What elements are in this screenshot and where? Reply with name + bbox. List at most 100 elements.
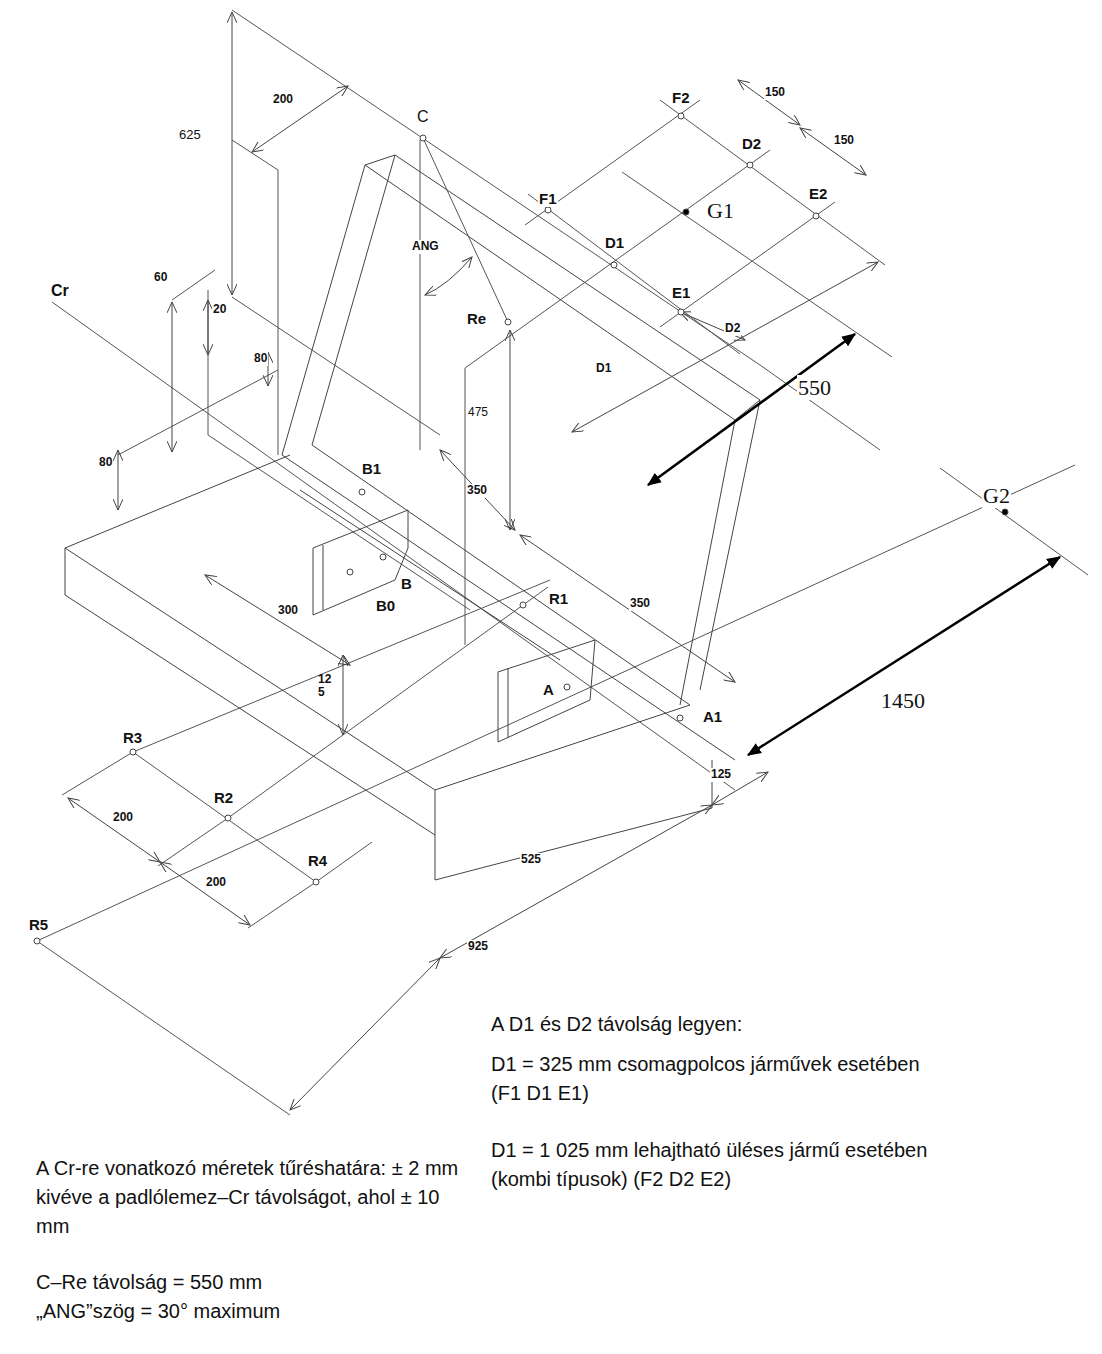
point-label: A1 [702,708,723,725]
dimension-label: 12 5 [317,673,335,698]
construction-lines [232,297,440,435]
reference-points [683,209,689,215]
construction-lines [228,587,548,818]
point-label: F2 [671,89,691,106]
point-label: R5 [28,916,49,933]
dimension-label: 525 [520,853,542,867]
dimension-lines [208,300,209,355]
construction-lines [248,882,316,928]
reference-points [545,207,551,213]
dimension-label: 150 [764,86,786,100]
dimension-label: D1 [595,362,612,376]
dimension-lines [680,312,745,340]
construction-lines [232,10,760,365]
dimension-lines [800,128,866,175]
dimension-lines [172,302,173,452]
axis-label: Cr [50,282,70,300]
reference-points [380,554,386,560]
dimension-label: 300 [277,604,299,618]
seat-outline [300,490,560,660]
point-label: C [416,108,430,126]
point-label: D2 [741,135,762,152]
seat-outline [65,595,435,835]
seat-outline [312,155,395,445]
reference-points [313,879,319,885]
seat-outline [313,510,408,615]
dimension-lines [440,450,515,530]
dimension-label: 200 [205,876,227,890]
reference-points [359,489,365,495]
construction-lines [465,150,770,368]
note-text: C–Re távolság = 550 mm „ANG”szög = 30° m… [35,1268,337,1326]
reference-points [1002,509,1008,515]
point-label: F1 [538,190,558,207]
construction-lines [232,140,278,455]
note-text: A Cr-re vonatkozó méretek tűréshatára: ±… [35,1154,477,1241]
reference-points [564,684,570,690]
construction-lines [133,580,550,752]
seat-outline [395,155,760,420]
point-label: E1 [671,284,691,301]
point-label: Re [466,310,487,327]
seat-outline [65,548,435,790]
construction-lines [62,752,133,795]
construction-lines [465,368,466,645]
seat-outline [65,455,290,548]
dimension-label: 150 [833,134,855,148]
dimension-lines [510,330,511,530]
reference-points [813,213,819,219]
construction-lines [172,270,215,300]
point-label: G2 [982,483,1011,508]
reference-points [611,262,617,268]
seat-outline [435,705,690,790]
dimension-label: 1450 [880,688,926,713]
reference-points [225,815,231,821]
dimension-label: 80 [253,352,268,366]
dimension-label: 550 [797,375,832,400]
dimension-label: 200 [272,93,294,107]
dimension-lines [738,80,800,125]
seat-outline [282,165,365,455]
construction-lines [118,370,278,455]
reference-points [34,113,1008,944]
point-label: G1 [706,198,735,223]
dimension-label: 20 [212,303,227,317]
dimension-label: 80 [98,456,113,470]
angle-label: ANG [411,240,440,254]
dimension-label: 925 [467,940,489,954]
reference-points [420,135,426,141]
dimension-lines [440,805,712,958]
dimension-lines [343,655,344,735]
reference-points [678,309,684,315]
main-dimension-arrows [648,334,1060,755]
reference-points [347,569,353,575]
seat-outline [508,668,509,738]
reference-points [520,602,526,608]
point-label: B0 [375,597,396,614]
main-dimension-arrows [748,557,1060,755]
seat-outline [65,548,66,595]
reference-points [678,113,684,119]
point-label: E2 [808,185,828,202]
point-label: R3 [122,729,143,746]
construction-lines [37,941,290,1115]
seat-outline [65,155,760,880]
point-label: R4 [307,852,328,869]
dimension-lines [205,575,350,665]
construction-lines [208,290,470,610]
point-label: R1 [548,590,569,607]
dimension-label: 350 [629,597,651,611]
point-label: A [542,681,555,698]
seat-outline [498,640,595,742]
dimension-lines [572,262,878,432]
seat-outline [365,165,735,705]
dimension-lines [68,12,878,1110]
reference-points [34,938,40,944]
note-text: A D1 és D2 távolság legyen: [490,1010,1052,1039]
construction-lines [660,100,885,265]
dimension-lines [68,798,160,862]
dimension-lines [252,86,348,152]
point-label: D1 [604,234,625,251]
dimension-lines [160,862,250,925]
